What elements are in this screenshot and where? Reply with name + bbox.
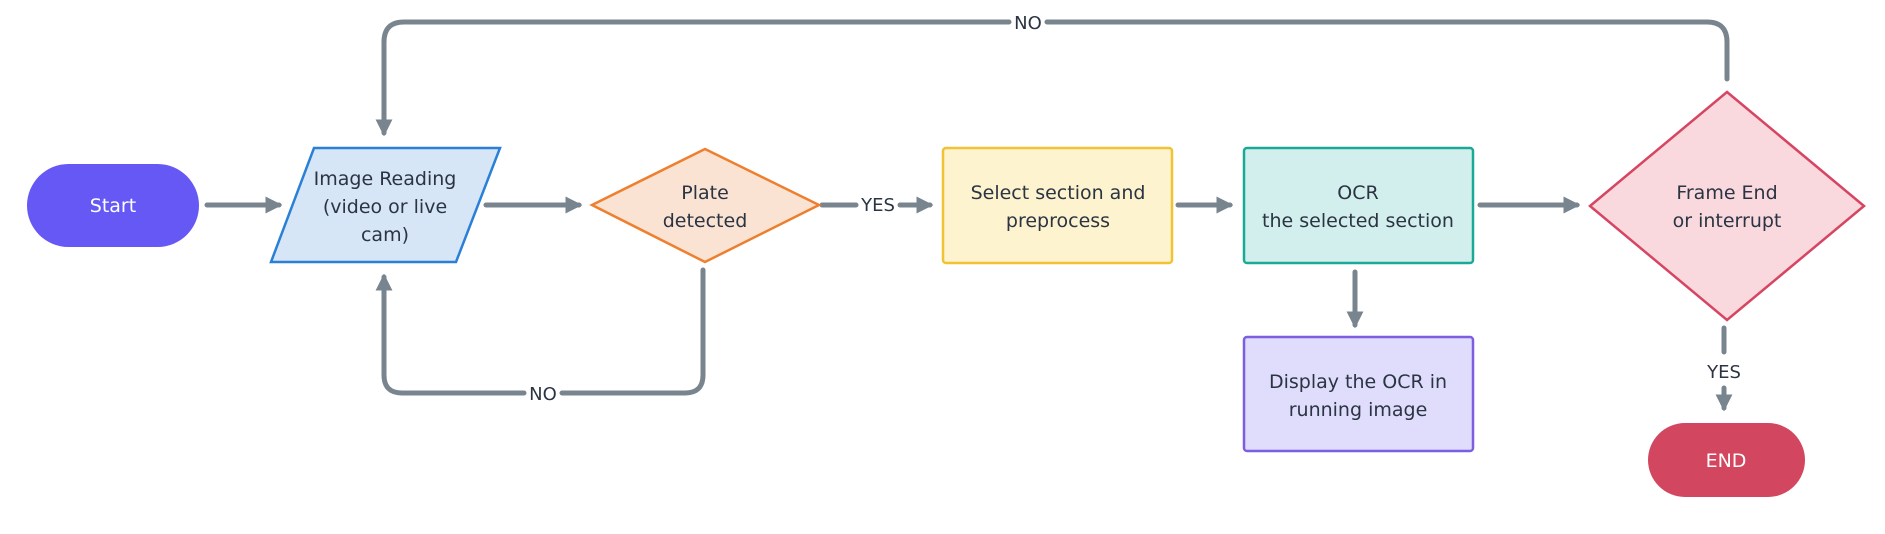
select-section-shape bbox=[943, 148, 1172, 263]
edges bbox=[204, 19, 1733, 412]
ocr-node[interactable]: OCR the selected section bbox=[1242, 146, 1475, 265]
start-label: Start bbox=[90, 195, 136, 217]
frame-end-outline bbox=[1588, 90, 1866, 322]
end-label: END bbox=[1706, 450, 1747, 472]
image-reading-outline bbox=[269, 146, 502, 264]
plate-detected-shape bbox=[592, 149, 819, 262]
image-reading-line-2: (video or live bbox=[323, 196, 447, 218]
select-section-outline bbox=[941, 146, 1174, 265]
ocr-outline bbox=[1242, 146, 1475, 265]
select-section-line-1: Select section and bbox=[971, 182, 1146, 204]
plate-no-label: NO bbox=[529, 384, 557, 405]
select-section-line-2: preprocess bbox=[1006, 210, 1110, 232]
display-ocr-line-2: running image bbox=[1289, 399, 1428, 421]
display-ocr-line-1: Display the OCR in bbox=[1269, 371, 1447, 393]
frame-end-shape bbox=[1590, 92, 1864, 320]
plate-detected-line-1: Plate bbox=[681, 182, 729, 204]
start-shape bbox=[27, 164, 199, 247]
plate-detected-line-2: detected bbox=[663, 210, 748, 232]
image-reading-line-3: cam) bbox=[361, 224, 409, 246]
display-ocr-outline bbox=[1242, 335, 1475, 453]
image-reading-line-1: Image Reading bbox=[314, 168, 457, 190]
frame-end-line-2: or interrupt bbox=[1673, 210, 1782, 232]
end-node[interactable]: END bbox=[1648, 423, 1805, 497]
plate-yes-label: YES bbox=[860, 195, 895, 216]
frame-no-label: NO bbox=[1014, 13, 1042, 34]
ocr-line-1: OCR bbox=[1337, 182, 1378, 204]
image-reading-shape bbox=[271, 148, 500, 262]
display-ocr-node[interactable]: Display the OCR in running image bbox=[1242, 335, 1475, 453]
image-reading-node[interactable]: Image Reading (video or live cam) bbox=[269, 146, 502, 264]
display-ocr-shape bbox=[1244, 337, 1473, 451]
frame-yes-label: YES bbox=[1706, 362, 1741, 383]
frame-end-node[interactable]: Frame End or interrupt bbox=[1588, 90, 1866, 322]
select-section-node[interactable]: Select section and preprocess bbox=[941, 146, 1174, 265]
edge-frame-no-loop bbox=[384, 19, 1730, 133]
end-shape bbox=[1648, 423, 1805, 497]
edge-plate-no-loop bbox=[384, 270, 706, 396]
plate-detected-outline bbox=[589, 147, 822, 264]
frame-end-line-1: Frame End bbox=[1676, 182, 1777, 204]
ocr-shape bbox=[1244, 148, 1473, 263]
start-node[interactable]: Start bbox=[27, 164, 199, 247]
ocr-line-2: the selected section bbox=[1262, 210, 1454, 232]
plate-detected-node[interactable]: Plate detected bbox=[589, 147, 822, 264]
